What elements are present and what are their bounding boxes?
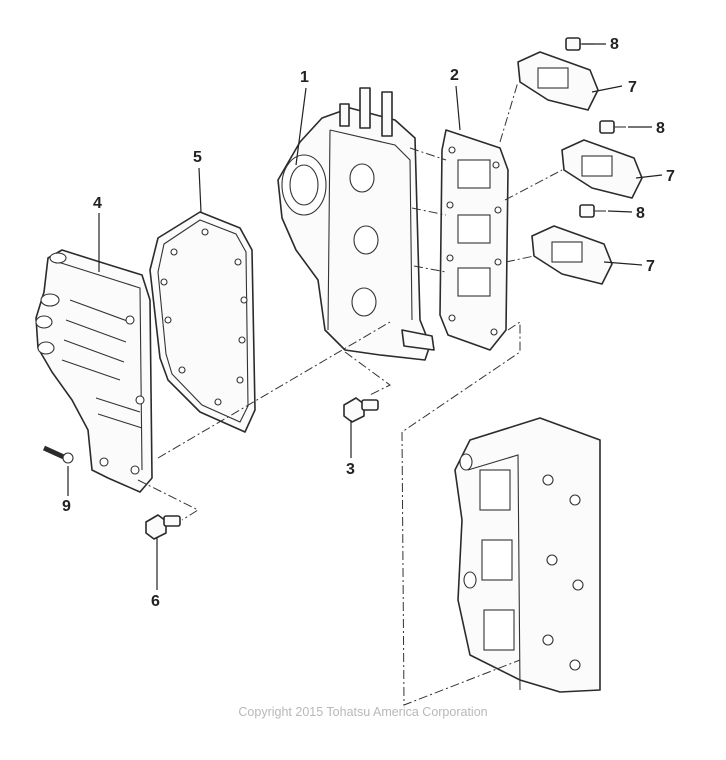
drain-plug-part-3 [343,397,379,423]
callout-7-bottom: 7 [646,258,655,275]
callout-3: 3 [346,461,355,478]
reed-valve-part-bottom [531,225,613,285]
crankcase-part [454,417,601,693]
callout-6: 6 [151,593,160,610]
callout-8-middle: 8 [656,120,665,137]
reed-valve-part-top [517,51,599,111]
screw-part-bottom [579,204,606,218]
callout-9: 9 [62,498,71,515]
callout-2: 2 [450,67,459,84]
intake-manifold-part [277,87,435,361]
bolt-part-9 [42,445,74,464]
callout-1: 1 [300,69,309,86]
callout-8-bottom: 8 [636,205,645,222]
manifold-gasket-part [439,129,509,351]
exhaust-outer-cover-part [35,249,153,493]
callout-4: 4 [93,195,102,212]
drain-plug-part-6 [145,514,181,540]
callout-7-middle: 7 [666,168,675,185]
copyright-notice: Copyright 2015 Tohatsu America Corporati… [238,705,488,719]
callout-5: 5 [193,149,202,166]
assembly-lines [137,81,563,706]
screw-part-middle [599,120,626,134]
leader-lines [67,43,663,590]
callout-8-top: 8 [610,36,619,53]
callout-7-top: 7 [628,79,637,96]
exhaust-cover-gasket-part [149,211,256,433]
reed-valve-part-middle [561,139,643,199]
